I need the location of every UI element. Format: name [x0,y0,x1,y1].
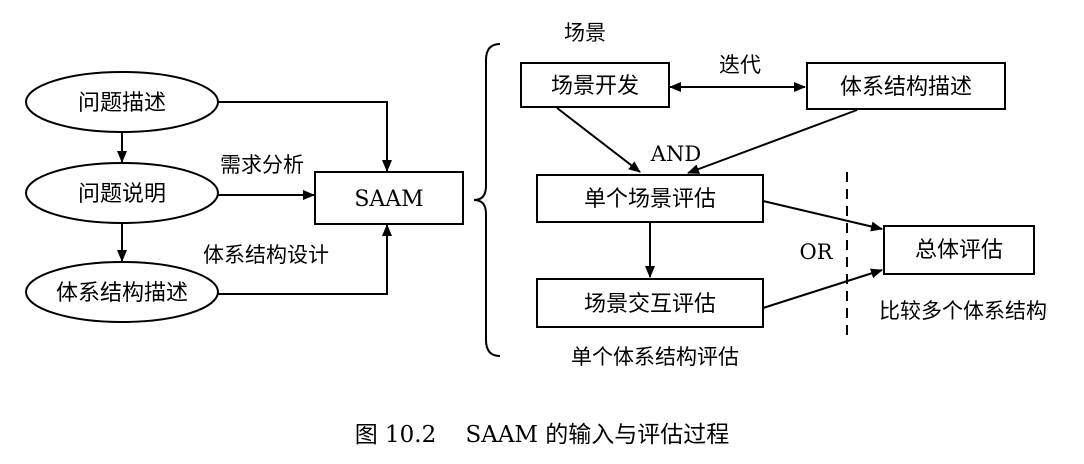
arrow-interaction-eval-to-overall [762,268,883,309]
architecture-description-left-label: 体系结构描述 [56,281,188,306]
scenario-label: 场景 [564,21,606,45]
single-scenario-evaluation-label: 单个场景评估 [584,187,716,212]
or-label: OR [799,240,833,264]
problem-description-label: 问题描述 [78,91,166,116]
problem-specification-label: 问题说明 [78,182,166,207]
single-scenario-evaluation-box [536,174,764,223]
scenario-development-label: 场景开发 [551,74,639,99]
overall-evaluation-label: 总体评估 [915,238,1003,263]
architecture-description-right-box [806,62,1006,110]
iteration-label: 迭代 [719,53,761,77]
figure-caption: 图 10.2 SAAM 的输入与评估过程 [355,422,730,448]
compare-architectures-label: 比较多个体系结构 [879,299,1047,323]
saam-label: SAAM [354,187,423,212]
arrow-arch-desc-to-eval [687,109,858,174]
single-architecture-evaluation-label: 单个体系结构评估 [571,345,739,369]
architecture-design-label: 体系结构设计 [203,243,329,267]
scenario-interaction-evaluation-box [536,278,764,328]
arrow-scenario-dev-to-eval [556,107,641,173]
curly-brace [473,43,501,357]
scenario-interaction-evaluation-label: 场景交互评估 [584,292,716,317]
and-label: AND [650,142,701,166]
arrow-single-eval-to-overall [762,200,883,232]
architecture-description-left-node [25,261,219,323]
overall-evaluation-box [883,225,1035,275]
requirements-analysis-label: 需求分析 [220,153,304,177]
architecture-description-right-label: 体系结构描述 [840,75,972,100]
arrow-arch-desc-to-saam [218,224,392,295]
arrow-problem-desc-to-saam [218,101,392,172]
saam-box [314,171,464,225]
